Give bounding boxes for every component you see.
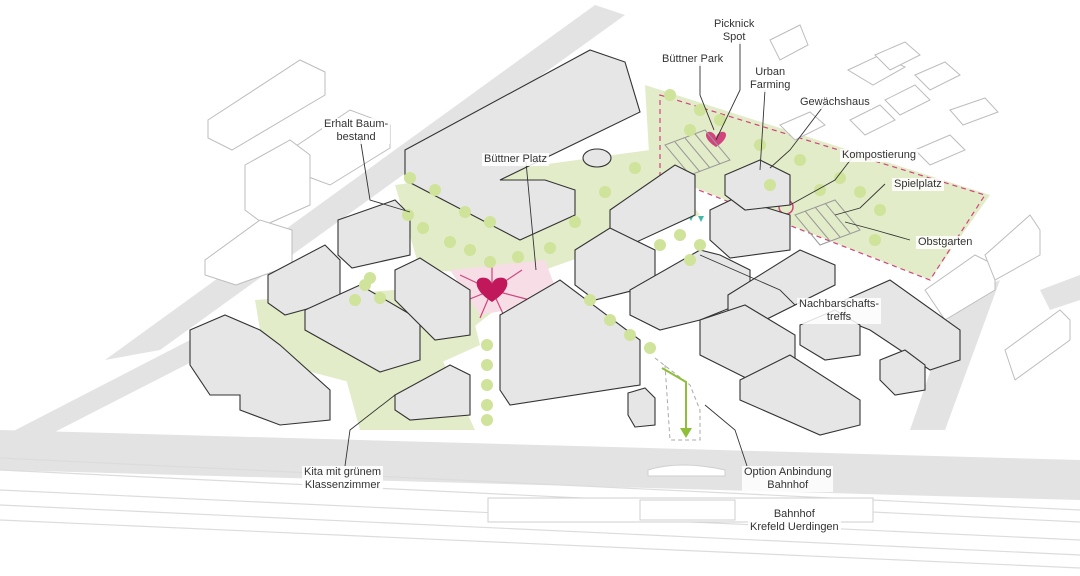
context-buildings	[204, 24, 1071, 381]
greenhouse-2	[794, 199, 861, 246]
label-gewaechshaus: Gewächshaus	[798, 96, 872, 109]
round-structure	[582, 148, 612, 168]
main-road	[0, 430, 1080, 500]
leader-lines	[344, 42, 911, 467]
station-canopy	[647, 464, 726, 477]
label-obstgarten: Obstgarten	[916, 236, 975, 249]
ctx-building-e-3	[1004, 309, 1071, 381]
buettner-hall	[404, 49, 641, 241]
building-se4	[879, 349, 926, 396]
ctx-house-3	[914, 61, 961, 91]
ctx-house-5	[849, 104, 896, 136]
road-east-2	[1040, 275, 1080, 310]
ctx-building-e-2	[984, 214, 1041, 281]
kita-building	[394, 364, 471, 421]
bahnhof-connection	[654, 357, 701, 441]
ctx-house-4	[884, 84, 931, 116]
label-buettner-park: Büttner Park	[660, 53, 726, 66]
arrow-head-icon	[680, 428, 692, 438]
small-building	[627, 387, 656, 428]
road-west	[0, 340, 215, 460]
ctx-house-8	[914, 134, 966, 166]
platform-roof	[639, 499, 736, 521]
greenhouses	[664, 129, 861, 246]
building-sw	[189, 314, 331, 426]
trees	[349, 89, 886, 426]
park-green	[645, 85, 990, 280]
ctx-building-nw-1	[207, 59, 326, 151]
ctx-house-7	[949, 97, 999, 126]
rail-tracks	[0, 457, 1080, 569]
label-erhalt-baumbestand: Erhalt Baum-bestand	[322, 118, 391, 144]
ctx-building-nw-3	[244, 139, 311, 226]
arrow-line	[661, 367, 687, 430]
ctx-building-n	[769, 24, 809, 61]
ctx-house-2	[874, 41, 921, 71]
heart-icon	[476, 277, 508, 302]
building-se2	[739, 354, 861, 436]
label-buettner-platz: Büttner Platz	[482, 153, 549, 166]
label-nachbarschaftstreffs: Nachbarschafts-treffs	[797, 298, 882, 324]
connection-outline	[654, 357, 701, 441]
building-w3	[394, 257, 471, 341]
building-south-block	[499, 279, 641, 406]
building-erhalt	[337, 199, 411, 269]
label-kompostierung: Kompostierung	[840, 149, 918, 162]
label-spielplatz: Spielplatz	[892, 178, 944, 191]
